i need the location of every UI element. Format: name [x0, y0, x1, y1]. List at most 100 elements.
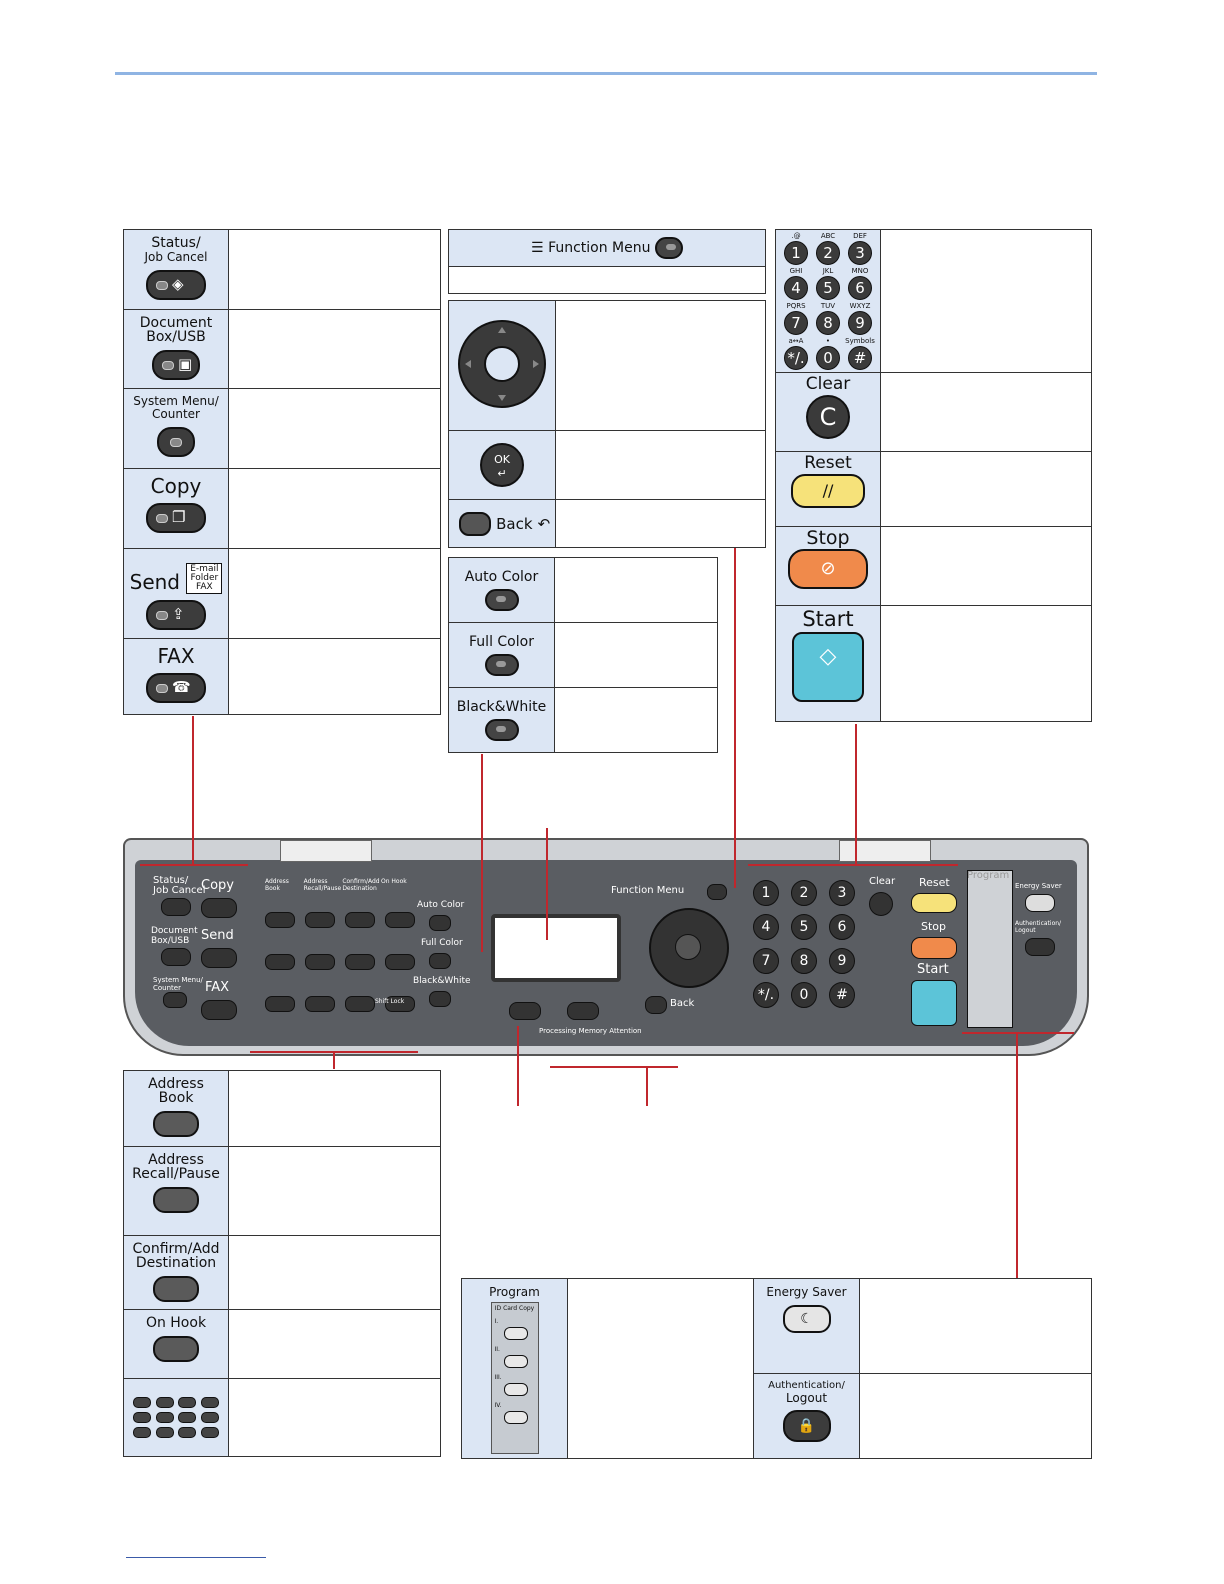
panel-one-touch-key[interactable]: [385, 912, 415, 928]
panel-back-button[interactable]: [645, 996, 667, 1014]
keypad-key-digit[interactable]: */.: [784, 346, 808, 370]
panel-softkey-right[interactable]: [567, 1002, 599, 1020]
panel-keypad-key-5[interactable]: 6: [829, 914, 855, 940]
confirm-add-button[interactable]: [153, 1276, 199, 1302]
status-job-cancel-button[interactable]: ◈: [146, 270, 206, 300]
panel-one-touch-key[interactable]: [305, 954, 335, 970]
panel-one-touch-key[interactable]: [305, 912, 335, 928]
panel-status-button[interactable]: [161, 898, 191, 916]
panel-one-touch-key[interactable]: [265, 996, 295, 1012]
function-menu-button[interactable]: [654, 237, 683, 259]
panel-auto-color-button[interactable]: [429, 915, 451, 931]
address-recall-button[interactable]: [153, 1187, 199, 1213]
keypad-key-digit[interactable]: 1: [784, 241, 808, 265]
reset-button[interactable]: //: [791, 474, 865, 508]
back-button[interactable]: [459, 511, 491, 536]
panel-one-touch-key[interactable]: [305, 996, 335, 1012]
panel-one-touch-key[interactable]: [345, 912, 375, 928]
arrow-keys-icon[interactable]: [457, 319, 547, 409]
copy-button[interactable]: ❐: [146, 503, 206, 533]
panel-keypad-key-8[interactable]: 9: [829, 948, 855, 974]
ok-button[interactable]: OK↵: [480, 443, 524, 487]
send-button[interactable]: ⇪: [146, 600, 206, 630]
panel-keypad-key-10[interactable]: 0: [791, 982, 817, 1008]
panel-sysmenu-button[interactable]: [163, 992, 187, 1008]
clear-button[interactable]: C: [806, 395, 850, 439]
keypad-key-digit[interactable]: 2: [816, 241, 840, 265]
address-book-button[interactable]: [153, 1111, 199, 1137]
keypad-key-digit[interactable]: 7: [784, 311, 808, 335]
panel-stop-button[interactable]: [911, 937, 957, 959]
panel-full-color-button[interactable]: [429, 953, 451, 969]
keypad-key-digit[interactable]: 8: [816, 311, 840, 335]
keypad-key-digit[interactable]: 4: [784, 276, 808, 300]
panel-copy-button[interactable]: [201, 898, 237, 918]
panel-reset-button[interactable]: [911, 893, 957, 913]
keypad-key-letters: ABC: [820, 232, 836, 240]
on-hook-button[interactable]: [153, 1336, 199, 1362]
panel-one-touch-key[interactable]: [345, 954, 375, 970]
energy-saver-button[interactable]: ☾: [782, 1305, 831, 1333]
panel-keypad-key-7[interactable]: 8: [791, 948, 817, 974]
keypad-key-digit[interactable]: 0: [816, 346, 840, 370]
keypad-key-digit[interactable]: 9: [848, 311, 872, 335]
program-slot-0: I.: [492, 1318, 538, 1340]
document-box-button[interactable]: ▣: [152, 350, 200, 380]
keypad-key-11[interactable]: Symbols#: [844, 337, 876, 370]
panel-keypad-key-1[interactable]: 2: [791, 880, 817, 906]
panel-send-button[interactable]: [201, 948, 237, 968]
panel-ok-button[interactable]: [675, 934, 701, 960]
panel-keypad-key-0[interactable]: 1: [753, 880, 779, 906]
full-color-button[interactable]: [484, 654, 519, 676]
panel-keypad-key-9[interactable]: */.: [753, 982, 779, 1008]
keypad-key-9[interactable]: a↔A*/.: [780, 337, 812, 370]
auto-color-button[interactable]: [484, 589, 519, 611]
black-white-button[interactable]: [484, 719, 519, 741]
panel-bw-button[interactable]: [429, 991, 451, 1007]
program-slot-button[interactable]: [504, 1411, 528, 1424]
panel-start-button[interactable]: [911, 980, 957, 1026]
panel-one-touch-key[interactable]: [345, 996, 375, 1012]
keypad-key-0[interactable]: .@1: [780, 232, 812, 265]
keypad-key-10[interactable]: •0: [812, 337, 844, 370]
auth-logout-button[interactable]: 🔒: [782, 1410, 831, 1442]
keypad-key-digit[interactable]: 5: [816, 276, 840, 300]
panel-keypad-key-2[interactable]: 3: [829, 880, 855, 906]
start-button[interactable]: ◇: [792, 632, 864, 702]
panel-function-menu-button[interactable]: [707, 884, 727, 900]
keypad-key-digit[interactable]: 3: [848, 241, 872, 265]
panel-arrow-keys[interactable]: [649, 908, 729, 988]
panel-keypad-key-6[interactable]: 7: [753, 948, 779, 974]
keypad-key-digit[interactable]: 6: [848, 276, 872, 300]
fax-button[interactable]: ☎: [146, 673, 206, 703]
keypad-key-digit[interactable]: #: [848, 346, 872, 370]
panel-auth-button[interactable]: [1025, 938, 1055, 956]
program-slot-button[interactable]: [504, 1327, 528, 1340]
system-menu-button[interactable]: [157, 427, 195, 457]
panel-keypad-key-11[interactable]: #: [829, 982, 855, 1008]
panel-one-touch-key[interactable]: [265, 912, 295, 928]
program-slot-button[interactable]: [504, 1383, 528, 1396]
panel-keypad-key-3[interactable]: 4: [753, 914, 779, 940]
stop-button[interactable]: ⊘: [788, 549, 868, 589]
panel-energy-label: Energy Saver: [1015, 882, 1062, 890]
panel-clear-button[interactable]: [869, 892, 893, 916]
panel-one-touch-key[interactable]: [385, 996, 415, 1012]
panel-energy-button[interactable]: [1025, 894, 1055, 912]
panel-one-touch-key[interactable]: [385, 954, 415, 970]
keypad-key-letters: .@: [791, 232, 801, 240]
program-slot-button[interactable]: [504, 1355, 528, 1368]
panel-one-touch-key[interactable]: [265, 954, 295, 970]
panel-docbox-button[interactable]: [161, 948, 191, 966]
panel-softkey-left[interactable]: [509, 1002, 541, 1020]
panel-keypad-key-4[interactable]: 5: [791, 914, 817, 940]
panel-fax-button[interactable]: [201, 1000, 237, 1020]
